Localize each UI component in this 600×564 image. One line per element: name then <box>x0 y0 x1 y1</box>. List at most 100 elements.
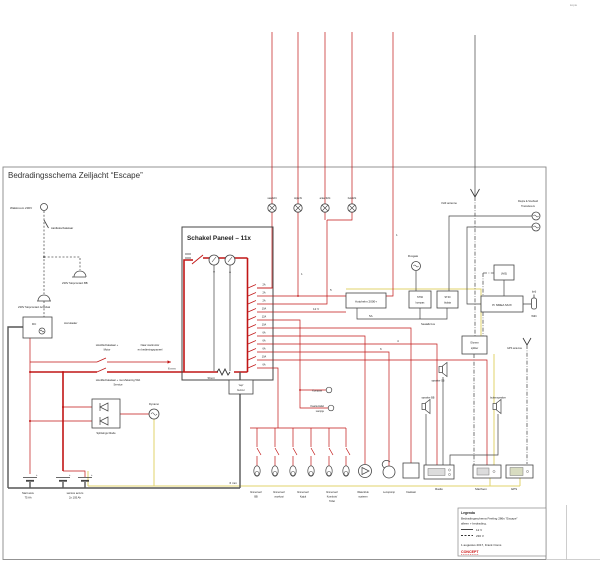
fuse-label: 6A <box>262 340 265 343</box>
lamp-group-label: binnenverl <box>273 491 285 494</box>
shore-inlet-icon <box>40 203 48 211</box>
wire-aux <box>87 288 521 487</box>
wifi-label: WiFi <box>531 314 537 318</box>
diode-icons <box>99 402 109 426</box>
interior-lamp-icons <box>253 465 350 477</box>
gps-label: GPS <box>511 487 517 491</box>
speaker-sb-icon <box>438 361 448 378</box>
switch-levers <box>96 357 351 456</box>
aux-wiring-yellow <box>87 288 521 487</box>
lamp-group-label: Kombuis/ <box>327 496 338 499</box>
instruments-section: 12 V Autohelm 2000+ 5A Fluxgate ST60 kom… <box>313 254 459 326</box>
service-battery-label2: 2x 105 Ah <box>69 496 81 500</box>
wire-coax <box>473 197 528 465</box>
legend-date: 1 augustus 2017, Frank Ooms <box>461 543 502 547</box>
bilge-pump-label: Lenspomp <box>383 491 395 494</box>
fuse-label: 10A <box>262 356 267 359</box>
drawing-frame <box>2 166 600 561</box>
mast-lights: vaarlicht toplicht ankerlicht heklicht 1… <box>267 197 398 292</box>
st40-bidata-box <box>436 290 459 309</box>
service-battery-2-icon <box>78 477 92 482</box>
outdoor-speaker-label: buitenspeaker <box>490 397 506 400</box>
wire-number-6: 6 <box>380 347 382 351</box>
outdoor-speaker-icon <box>492 398 502 415</box>
ais-box <box>493 264 515 281</box>
seatalk-bus-label: Seatalk bus <box>421 322 436 326</box>
st40-label2: bidata <box>444 302 451 305</box>
mast-light-label: toplicht <box>294 197 302 200</box>
start-battery-label1: Start accu <box>22 491 35 495</box>
fuse-label: 2A <box>262 284 265 287</box>
lamp-group-label: binnenverl <box>297 491 309 494</box>
st60-compass-box <box>408 290 432 309</box>
fuse-label: 12A <box>262 316 267 319</box>
speaker-bb-icon <box>421 398 431 415</box>
lamp-group-label: binnenverl <box>250 491 262 494</box>
autohelm-box <box>345 292 387 309</box>
wire-number-1: 1 <box>301 272 303 276</box>
junction-dot <box>43 256 45 258</box>
glomex-splitter-box <box>461 335 488 355</box>
transducers-label2: Transducers <box>521 205 536 208</box>
wifi-tel-label: (tel) <box>532 291 536 294</box>
battery-plus: + <box>69 474 71 477</box>
starter-label2: en bedieningspaneel <box>138 348 163 352</box>
lamp-group-label: voorkooi <box>274 496 284 499</box>
rcd-label: Aardlekschakelaar <box>51 226 73 230</box>
fluxgate-label: Fluxgate <box>408 254 419 258</box>
legend-stamp: CONCEPT <box>461 550 479 554</box>
shore-inlet-label: Walstroom 230V <box>10 206 32 210</box>
ammeter-label: A <box>229 270 231 274</box>
main-battery-switch-icon <box>185 253 191 259</box>
vhf-radio-label: Marifoon <box>475 487 487 491</box>
fuse-label: 2A <box>262 300 265 303</box>
legend-title: Legenda <box>461 511 475 515</box>
legend-dashed-label: 230 V <box>476 534 484 538</box>
battery-monitor-label1: ’nep’ <box>238 384 244 387</box>
mast-light-label: vaarlicht <box>267 197 277 200</box>
service-switch-label2: Service <box>114 383 123 387</box>
splitter-label2: splitter <box>471 347 479 350</box>
charttable-lamp-label2: Lampje <box>316 410 325 413</box>
voltmeter-icon <box>208 254 220 266</box>
bottom-consumers: binnenverl BB binnenverl voorkooi binnen… <box>250 459 534 503</box>
switch-panel: Schakel Paneel – 11x V A 2A 2A 2A 10A 12… <box>181 226 274 485</box>
charger-battery-section: DC Acculader Hoofdschakelaar + Motor Naa… <box>22 316 176 500</box>
speaker-sb-label: speaker SB <box>432 380 445 383</box>
wire-gauge-label-2: 6 mm <box>230 481 238 485</box>
main-switch-motor-label1: Hoofdschakelaar + <box>96 343 119 347</box>
gps-antenna-label: GPS antenne <box>507 347 523 350</box>
corner-note: kopie <box>570 3 578 7</box>
charger-mode-label: DC <box>32 322 37 326</box>
wire-12v-label: 12 V <box>313 307 319 311</box>
wifi-antenna-icon <box>531 294 537 310</box>
start-battery-icon <box>23 477 37 482</box>
ground-wiring <box>7 35 532 489</box>
charger-label: Acculader <box>64 321 77 325</box>
wire-12v-thin <box>29 32 488 477</box>
fuse-5a-label: 5A <box>369 314 373 318</box>
fridge-label: Koelkast <box>406 491 416 494</box>
st40-label1: ST40 <box>445 296 452 299</box>
compass-lamp-icon <box>325 386 333 394</box>
lamp-group-label: BB <box>254 496 258 499</box>
fuse-rows[interactable]: 2A 2A 2A 10A 12A 10A 6A 6A 6A 10A 6A <box>247 284 273 369</box>
ais-label: (AIS) <box>501 272 507 276</box>
battery-plus: + <box>36 474 38 477</box>
fuse-label: 2A <box>262 292 265 295</box>
fuse-label: 6A <box>262 332 265 335</box>
transducers-label1: Diepte & Snelheid <box>518 200 539 203</box>
vhf-radio-box <box>472 464 502 479</box>
radio-label: Radio <box>435 487 443 491</box>
outlet-bb-icon <box>72 270 87 278</box>
speaker-bb-label: speaker BB <box>422 397 435 400</box>
ac-symbol-icon <box>38 327 46 335</box>
bilge-pump-icon <box>382 465 396 479</box>
wire-ground <box>7 326 241 489</box>
panel-box <box>181 226 274 381</box>
wire-gauge-label: 6 mm <box>168 367 176 371</box>
outlet-bb-label: 230V Stopcontact BB <box>62 281 88 285</box>
charttable-lamp-icon <box>327 404 335 412</box>
starter-label1: Naar startmotor <box>141 343 160 347</box>
